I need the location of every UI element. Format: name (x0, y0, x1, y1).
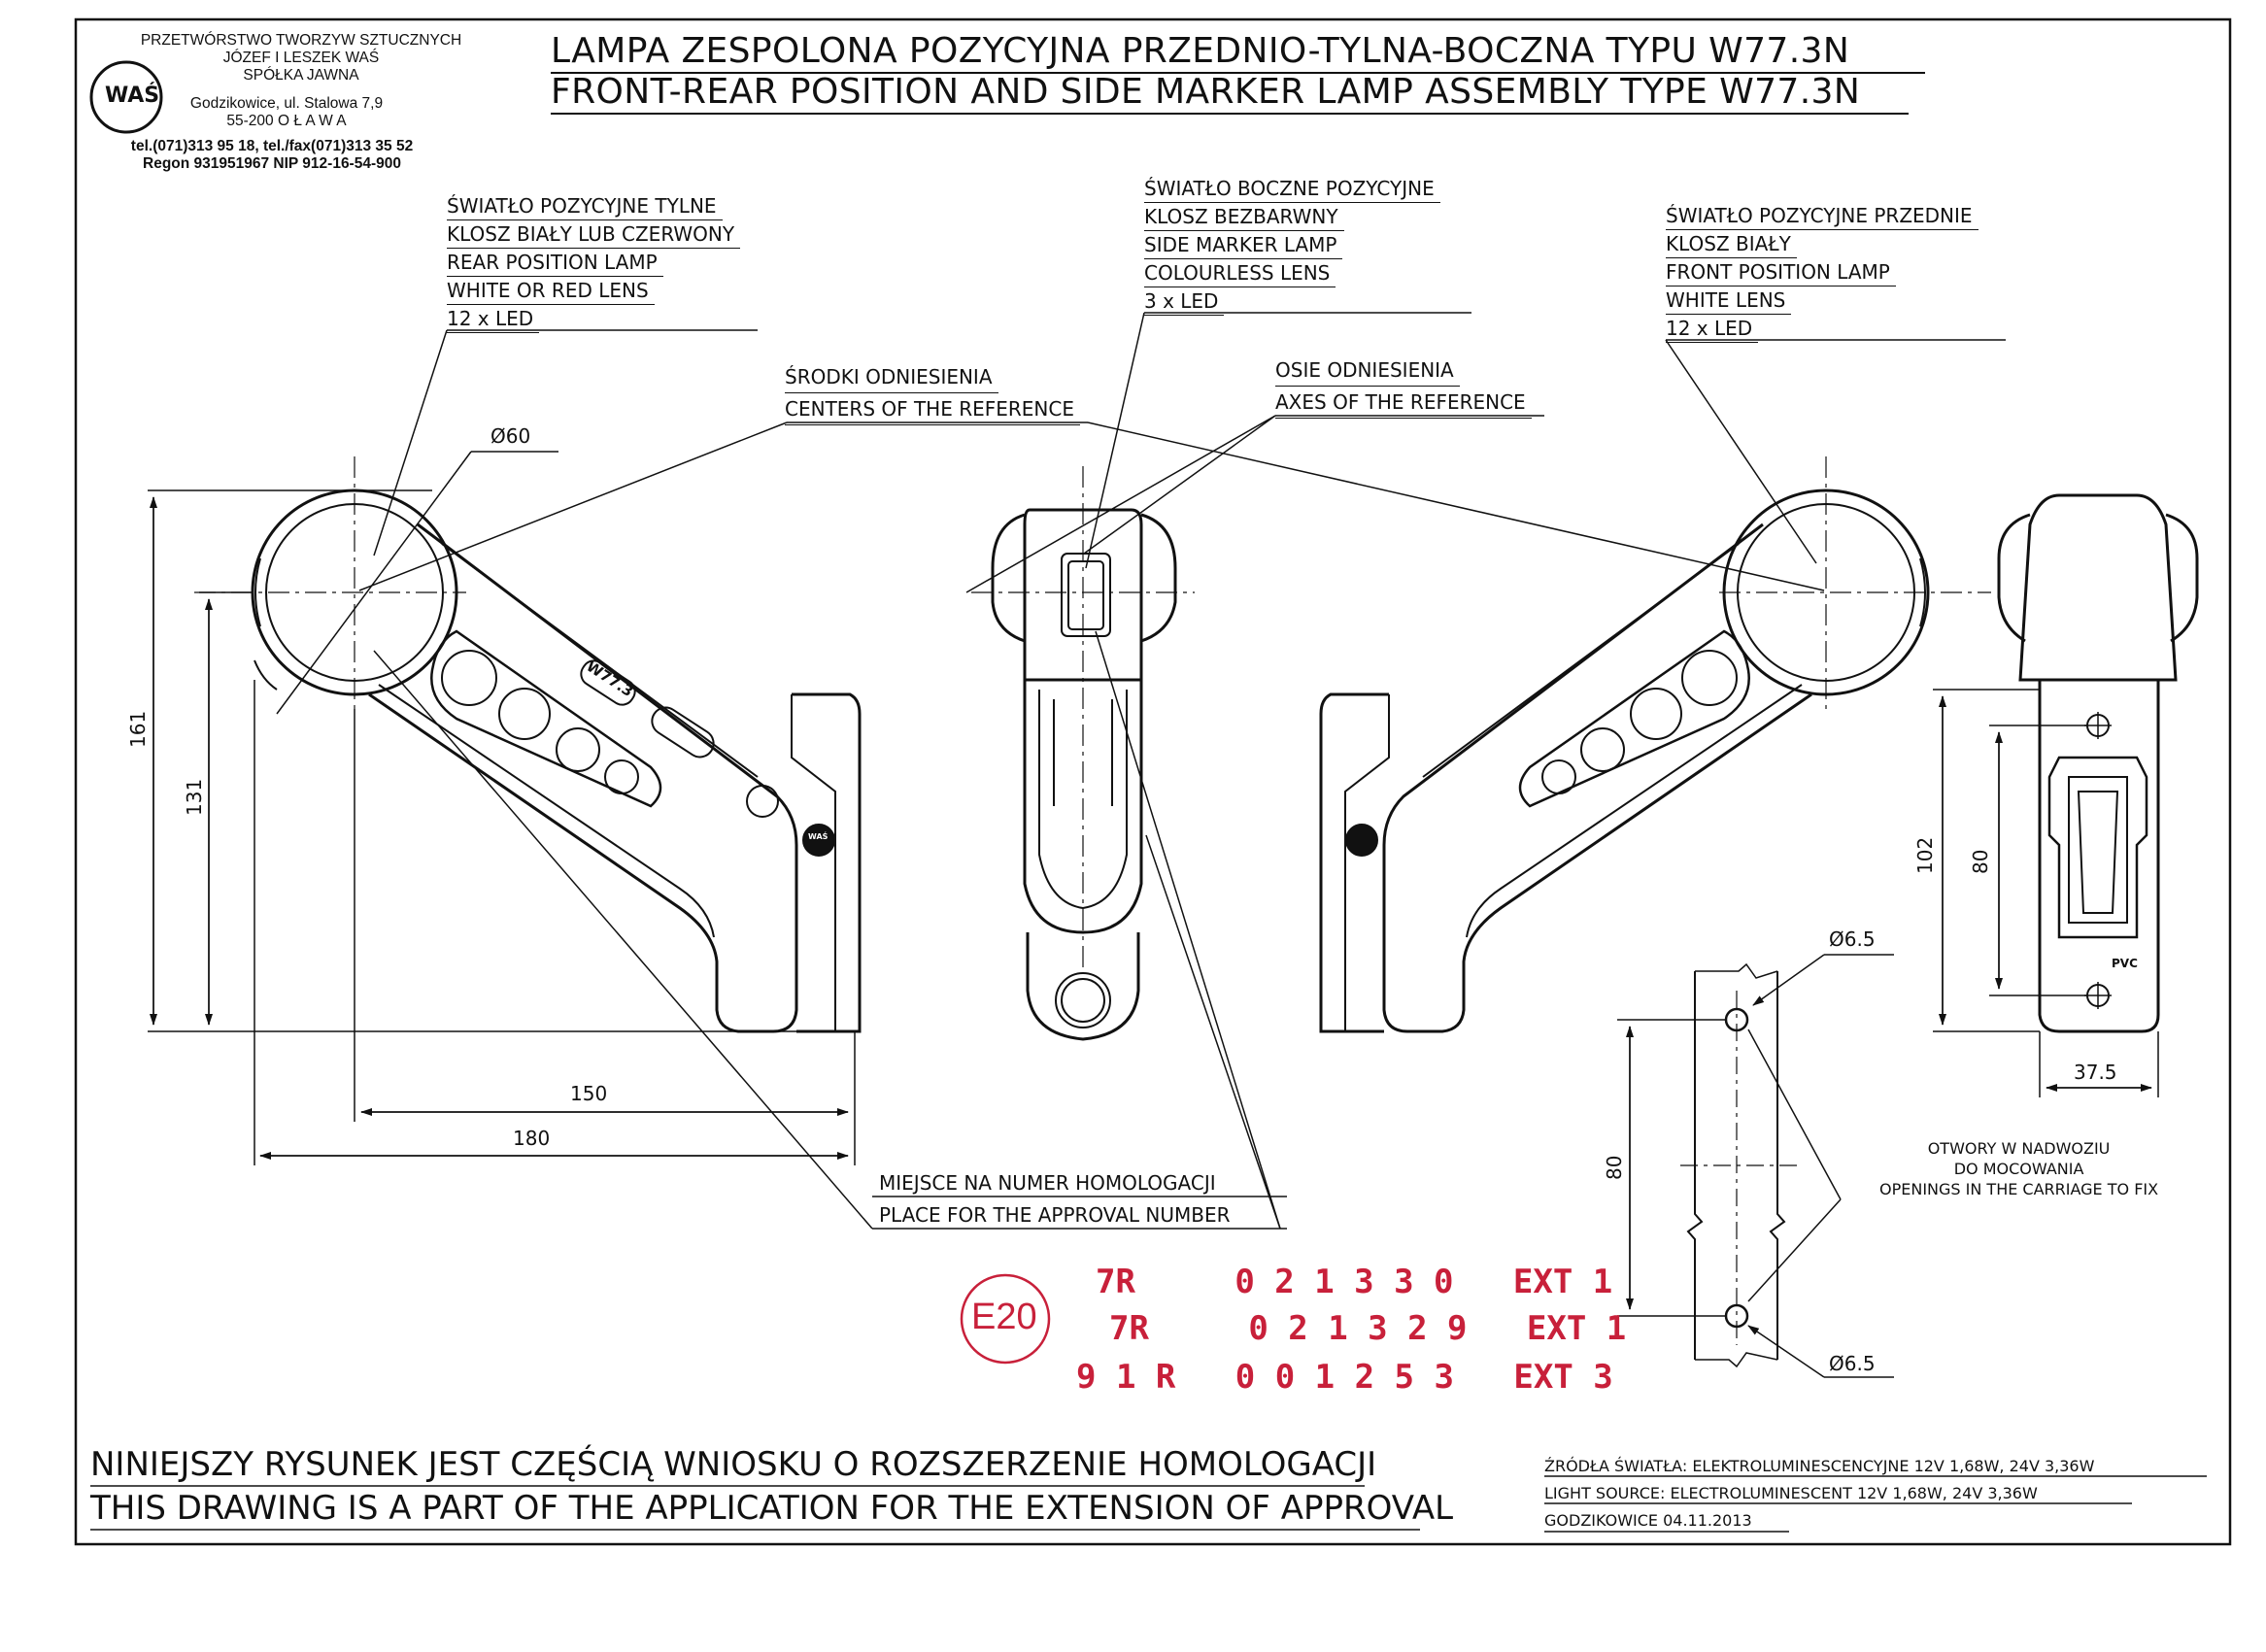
dim-131: 131 (183, 778, 206, 816)
dim-150: 150 (570, 1082, 608, 1105)
callout-axes: OSIE ODNIESIENIA AXES OF THE REFERENCE (1275, 354, 1532, 419)
dim-102: 102 (1913, 836, 1937, 874)
drawing-date: GODZIKOWICE 04.11.2013 (1544, 1511, 1752, 1530)
footer-note-pl: NINIEJSZY RYSUNEK JEST CZĘŚCIĄ WNIOSKU O… (90, 1445, 1377, 1484)
left-lamp-view (194, 456, 862, 1033)
company-address: Godzikowice, ul. Stalowa 7,9 55-200 O Ł … (165, 95, 408, 130)
dim-161: 161 (126, 710, 150, 748)
callout-leaders (90, 312, 2207, 1533)
company-line-2: JÓZEF I LESZEK WAŚ (222, 50, 380, 66)
dim-diameter-60: Ø60 (490, 424, 531, 448)
dim-37-5: 37.5 (2074, 1061, 2117, 1084)
company-line-3: SPÓŁKA JAWNA (243, 67, 359, 84)
company-line-6: tel.(071)313 95 18, tel./fax(071)313 35 … (130, 138, 414, 154)
light-source-pl: ŹRÓDŁA ŚWIATŁA: ELEKTROLUMINESCENCYJNE 1… (1544, 1457, 2095, 1475)
right-lamp-view (1319, 456, 1991, 1033)
e-mark: E20 (971, 1297, 1037, 1337)
callout-front-lamp: ŚWIATŁO POZYCYJNE PRZEDNIE KLOSZ BIAŁY F… (1666, 202, 1979, 343)
back-view (1997, 493, 2199, 1033)
dim-hole-spacing: 80 (1603, 1155, 1626, 1180)
company-line-7: Regon 931951967 NIP 912-16-54-900 (143, 155, 401, 172)
mounting-detail (1680, 962, 1797, 1368)
company-header: PRZETWÓRSTWO TWORZYW SZTUCZNYCH JÓZEF I … (83, 32, 520, 84)
pvc-mark: PVC (2112, 957, 2138, 970)
company-logo (89, 60, 163, 134)
dimension-lines (148, 451, 2159, 1378)
sheet-border (74, 17, 2232, 1546)
company-line-4: Godzikowice, ul. Stalowa 7,9 (189, 95, 384, 112)
approval-row-2: 7R 0 2 1 3 2 9 EXT 1 (1109, 1309, 1627, 1348)
callout-centers: ŚRODKI ODNIESIENIA CENTERS OF THE REFERE… (785, 361, 1080, 425)
dim-hole-bottom: Ø6.5 (1829, 1352, 1876, 1375)
logo-mark-left: WAŚ (808, 832, 829, 841)
callout-rear-lamp: ŚWIATŁO POZYCYJNE TYLNE KLOSZ BIAŁY LUB … (447, 192, 741, 333)
approval-row-3: 9 1 R 0 0 1 2 5 3 EXT 3 (1076, 1358, 1613, 1397)
approval-row-1: 7R 0 2 1 3 3 0 EXT 1 (1096, 1263, 1613, 1301)
company-contact: tel.(071)313 95 18, tel./fax(071)313 35 … (87, 138, 457, 173)
company-line-1: PRZETWÓRSTWO TWORZYW SZTUCZNYCH (140, 32, 462, 49)
dim-hole-top: Ø6.5 (1829, 927, 1876, 951)
callout-openings: OTWORY W NADWOZIU DO MOCOWANIA OPENINGS … (1879, 1139, 2159, 1198)
footer-note-en: THIS DRAWING IS A PART OF THE APPLICATIO… (90, 1489, 1454, 1528)
title-pl: LAMPA ZESPOLONA POZYCYJNA PRZEDNIO-TYLNA… (551, 31, 1850, 71)
light-source-en: LIGHT SOURCE: ELECTROLUMINESCENT 12V 1,6… (1544, 1484, 2038, 1502)
title-en: FRONT-REAR POSITION AND SIDE MARKER LAMP… (551, 72, 1861, 112)
dim-80-back: 80 (1969, 849, 1992, 874)
dim-180: 180 (513, 1127, 551, 1150)
e-mark-circle (960, 1273, 1051, 1365)
middle-lamp-view (971, 466, 1195, 1041)
company-line-5: 55-200 O Ł A W A (226, 113, 347, 129)
logo-text: WAŚ (105, 84, 160, 108)
callout-approval-place: MIEJSCE NA NUMER HOMOLOGACJI PLACE FOR T… (879, 1171, 1231, 1227)
callout-side-marker: ŚWIATŁO BOCZNE POZYCYJNE KLOSZ BEZBARWNY… (1144, 175, 1440, 316)
